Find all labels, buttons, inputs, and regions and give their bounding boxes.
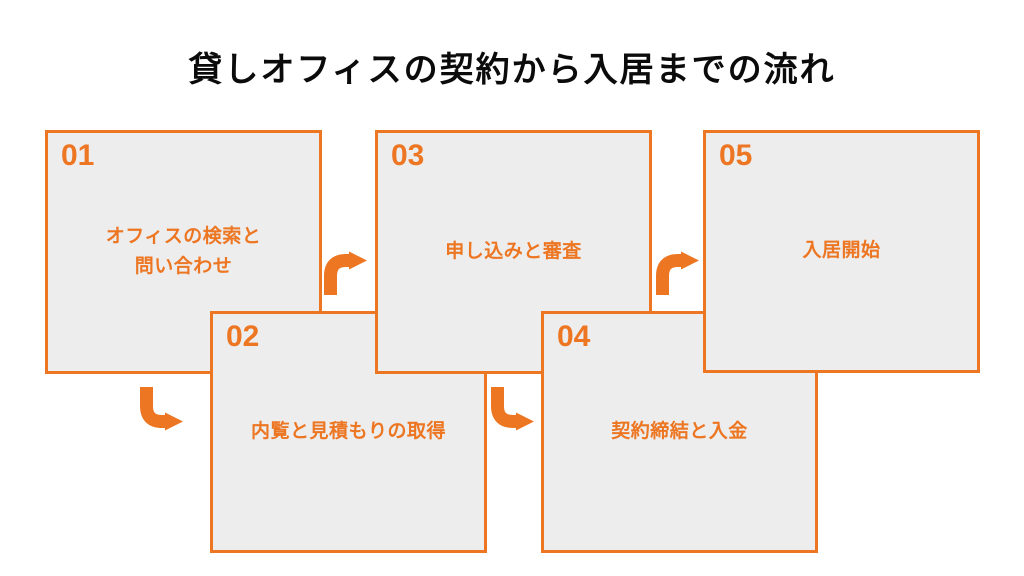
step-label: 内覧と見積もりの取得	[250, 420, 446, 442]
step-box-03: 03 申し込みと審査	[375, 130, 652, 374]
arrow-up-right-icon	[324, 251, 367, 295]
step-box-05: 05 入居開始	[703, 130, 980, 373]
connector-step2-step3	[323, 250, 369, 296]
connector-step4-step5	[655, 250, 701, 296]
arrow-down-right-icon	[140, 387, 183, 431]
arrow-up-right-icon	[656, 251, 699, 295]
step-label: 入居開始	[802, 240, 881, 262]
connector-step1-step2	[139, 386, 185, 432]
step-number: 01	[61, 139, 95, 172]
step-label: 契約締結と入金	[611, 420, 748, 442]
page-title: 貸しオフィスの契約から入居までの流れ	[188, 51, 836, 89]
step-number: 05	[719, 139, 753, 172]
step-number: 03	[391, 139, 425, 172]
step-number: 04	[557, 320, 591, 353]
connector-step3-step4	[490, 386, 536, 432]
step-box-01: 01 オフィスの検索と 問い合わせ	[45, 130, 322, 374]
step-number: 02	[226, 320, 260, 353]
step-label: オフィスの検索と 問い合わせ	[105, 225, 262, 277]
step-label: 申し込みと審査	[445, 240, 582, 262]
arrow-down-right-icon	[491, 387, 534, 431]
